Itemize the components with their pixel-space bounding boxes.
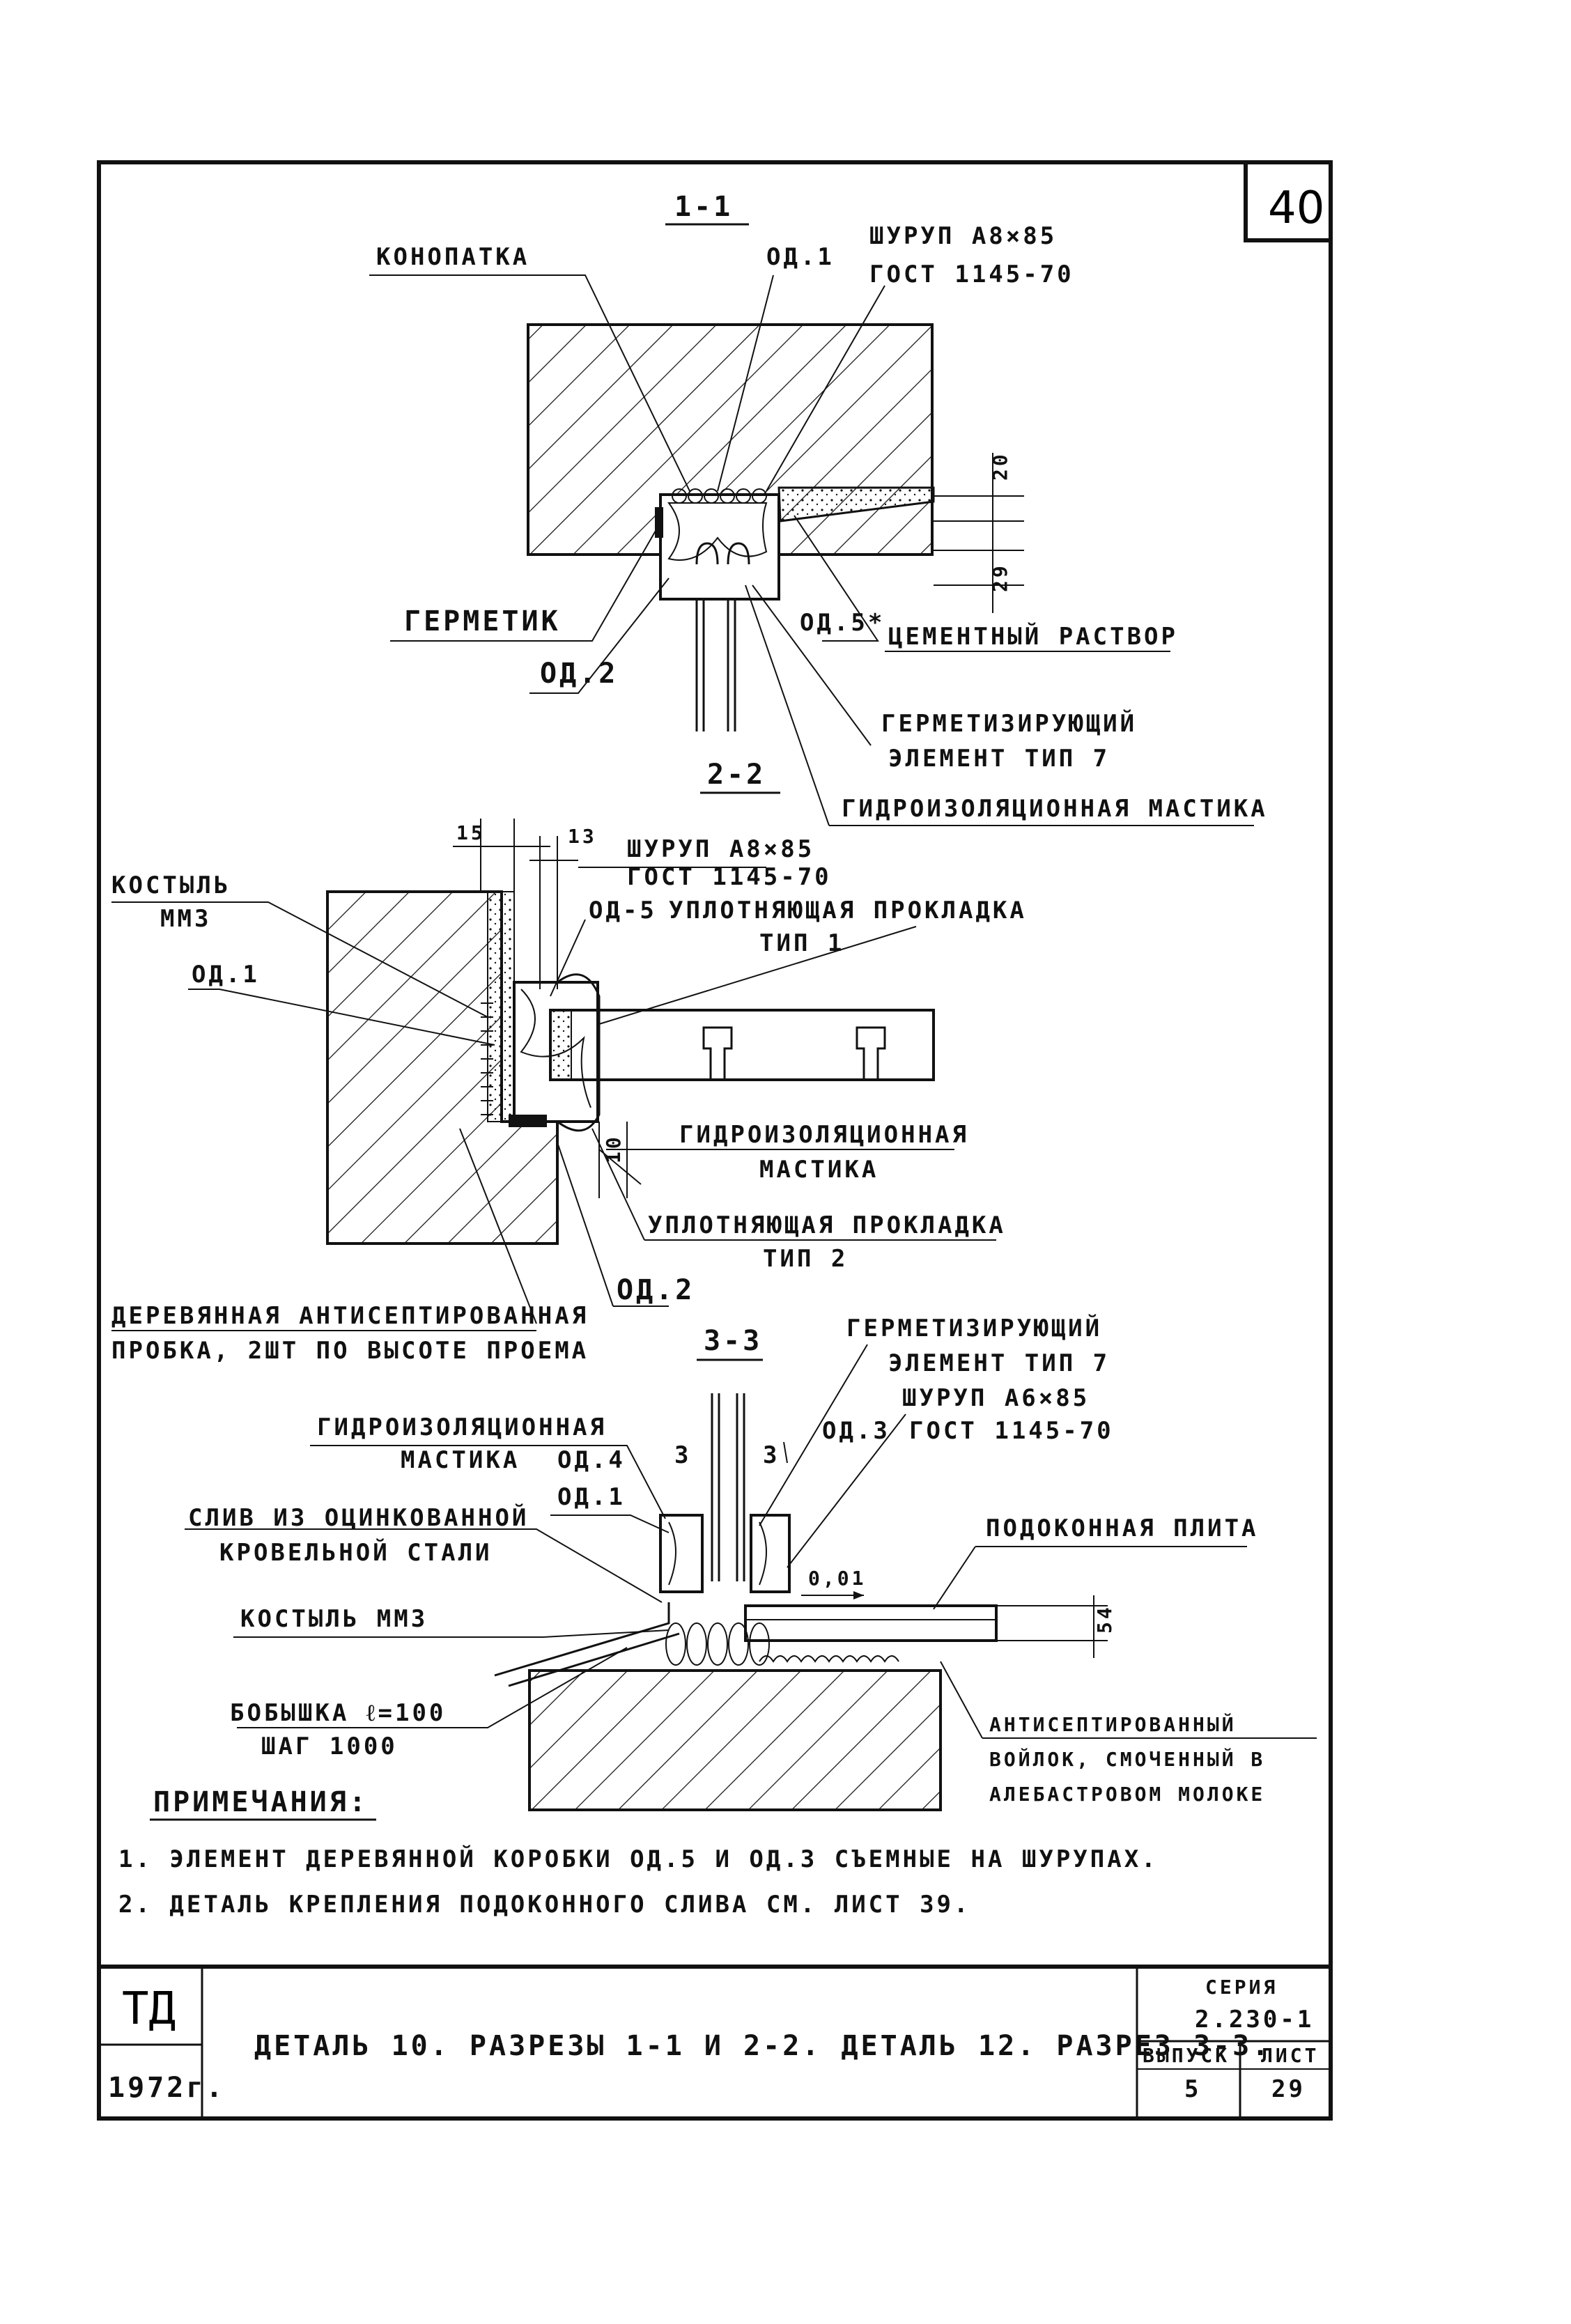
label-gidro: ГИДРОИЗОЛЯЦИОННАЯ МАСТИКА — [842, 795, 1268, 823]
label-gidro-3a: ГИДРОИЗОЛЯЦИОННАЯ — [317, 1413, 607, 1441]
label-kostyl-3: КОСТЫЛЬ ММ3 — [240, 1605, 428, 1633]
caulking — [672, 488, 767, 504]
label-gidro-2a: ГИДРОИЗОЛЯЦИОННАЯ — [679, 1121, 969, 1149]
notes: ПРИМЕЧАНИЯ: 1. ЭЛЕМЕНТ ДЕРЕВЯННОЙ КОРОБК… — [118, 1786, 1159, 1919]
label-od1-3: ОД.1 — [557, 1483, 626, 1511]
label-bobyshka-1: БОБЫШКА ℓ=100 — [230, 1699, 446, 1727]
note-1: 1. ЭЛЕМЕНТ ДЕРЕВЯННОЙ КОРОБКИ ОД.5 И ОД.… — [118, 1845, 1159, 1873]
dim-20: 20 — [989, 451, 1012, 481]
drip-flashing — [494, 1602, 670, 1677]
vypusk-label: ВЫПУСК — [1143, 2044, 1230, 2067]
label-probka-2: ПРОБКА, 2ШТ ПО ВЫСОТЕ ПРОЕМА — [111, 1337, 589, 1365]
label-cement: ЦЕМЕНТНЫЙ РАСТВОР — [888, 622, 1178, 651]
section-3-3: 3-3 54 — [185, 1314, 1317, 1811]
cement-mortar — [777, 486, 935, 522]
label-voylok-2: ВОЙЛОК, СМОЧЕННЫЙ В — [989, 1747, 1265, 1771]
list-value: 29 — [1271, 2075, 1306, 2103]
label-gidro-2b: МАСТИКА — [759, 1156, 879, 1184]
label-shurup-2: ШУРУП А8×85 — [627, 835, 814, 863]
glazing-1 — [695, 542, 750, 731]
label-germ-3a: ГЕРМЕТИЗИРУЮЩИЙ — [846, 1314, 1102, 1342]
vypusk-value: 5 — [1184, 2075, 1201, 2103]
dim-3b: 3 — [763, 1441, 780, 1469]
label-uplot-1: УПЛОТНЯЮЩАЯ ПРОКЛАДКА — [669, 897, 1027, 924]
title-year: 1972г. — [108, 2072, 226, 2104]
section-2-2: 2-2 15 13 10 — [111, 759, 1027, 1365]
mortar-2 — [487, 891, 515, 1122]
label-bobyshka-2: ШАГ 1000 — [261, 1733, 398, 1760]
label-slope: 0,01 — [808, 1567, 866, 1590]
title-block: ТД 1972г. ДЕТАЛЬ 10. РАЗРЕЗЫ 1-1 И 2-2. … — [99, 1965, 1331, 2118]
title-text: ДЕТАЛЬ 10. РАЗРЕЗЫ 1-1 И 2-2. ДЕТАЛЬ 12.… — [254, 2030, 1271, 2062]
label-kostyl-mm3: ММ3 — [160, 905, 211, 933]
label-germetik: ГЕРМЕТИК — [404, 605, 561, 637]
dim-3a: 3 — [674, 1441, 691, 1469]
label-od3: ОД.3 — [822, 1417, 890, 1445]
label-voylok-1: АНТИСЕПТИРОВАННЫЙ — [989, 1712, 1237, 1736]
label-od5: ОД.5* — [800, 609, 885, 637]
sheet-frame — [97, 160, 1333, 2121]
section-1-title: 1-1 — [674, 191, 733, 223]
label-germ-el-1: ГЕРМЕТИЗИРУЮЩИЙ — [881, 709, 1137, 738]
label-uplot-2b: ТИП 2 — [763, 1245, 848, 1273]
label-gost-2: ГОСТ 1145-70 — [627, 863, 832, 891]
sealant-1 — [655, 507, 663, 538]
frame-od3 — [750, 1514, 791, 1593]
label-kostyl: КОСТЫЛЬ — [111, 872, 231, 899]
wood-grain — [667, 502, 768, 561]
label-sliv-2: КРОВЕЛЬНОЙ СТАЛИ — [219, 1538, 493, 1567]
section-2-title: 2-2 — [707, 759, 766, 791]
label-gost-3: ГОСТ 1145-70 — [909, 1417, 1114, 1445]
sash-2 — [549, 1009, 935, 1081]
dim-29: 29 — [989, 563, 1012, 592]
label-od2-2: ОД.2 — [617, 1274, 695, 1306]
label-plita: ПОДОКОННАЯ ПЛИТА — [986, 1515, 1259, 1542]
wall-block-3 — [528, 1669, 942, 1811]
section-1-1: 1-1 20 29 — [369, 191, 1268, 826]
label-od5-2: ОД-5 — [589, 897, 657, 924]
section-3-title: 3-3 — [704, 1325, 762, 1357]
label-germ-el-2: ЭЛЕМЕНТ ТИП 7 — [888, 745, 1110, 773]
dim-15: 15 — [456, 821, 486, 844]
frame-od4 — [659, 1514, 704, 1593]
label-gost: ГОСТ 1145-70 — [869, 261, 1074, 288]
label-uplot-2: УПЛОТНЯЮЩАЯ ПРОКЛАДКА — [648, 1211, 1006, 1239]
label-probka-1: ДЕРЕВЯННАЯ АНТИСЕПТИРОВАННАЯ — [111, 1302, 589, 1330]
label-od1-2: ОД.1 — [192, 961, 260, 989]
label-shurup: ШУРУП А8×85 — [869, 222, 1057, 250]
label-uplot-1b: ТИП 1 — [759, 929, 844, 957]
dim-54: 54 — [1093, 1604, 1116, 1634]
sheet-number-box — [1244, 162, 1331, 242]
title-org: ТД — [122, 1983, 176, 2035]
note-2: 2. ДЕТАЛЬ КРЕПЛЕНИЯ ПОДОКОННОГО СЛИВА СМ… — [118, 1891, 971, 1919]
list-label: ЛИСТ — [1261, 2044, 1319, 2067]
label-od2: ОД.2 — [540, 658, 618, 690]
label-od4: ОД.4 — [557, 1446, 626, 1474]
seriya-label: СЕРИЯ — [1205, 1976, 1278, 1999]
seriya-value: 2.230-1 — [1195, 2006, 1314, 2034]
window-frame-2 — [513, 981, 599, 1123]
label-voylok-3: АЛЕБАСТРОВОМ МОЛОКЕ — [989, 1783, 1265, 1806]
felt-coils — [665, 1622, 899, 1666]
label-shurup-3: ШУРУП А6×85 — [902, 1384, 1090, 1412]
notes-heading: ПРИМЕЧАНИЯ: — [153, 1786, 369, 1818]
dim-13: 13 — [568, 825, 597, 848]
label-gidro-3b: МАСТИКА — [401, 1446, 520, 1474]
label-od1: ОД.1 — [766, 243, 835, 271]
sill-plate — [744, 1604, 998, 1642]
sealant-2 — [509, 1115, 547, 1127]
label-konopatka: КОНОПАТКА — [376, 243, 529, 271]
window-frame-1 — [659, 493, 780, 601]
sheet-number: 40 — [1268, 183, 1324, 234]
label-germ-3b: ЭЛЕМЕНТ ТИП 7 — [888, 1349, 1110, 1377]
label-sliv-1: СЛИВ ИЗ ОЦИНКОВАННОЙ — [188, 1503, 529, 1532]
